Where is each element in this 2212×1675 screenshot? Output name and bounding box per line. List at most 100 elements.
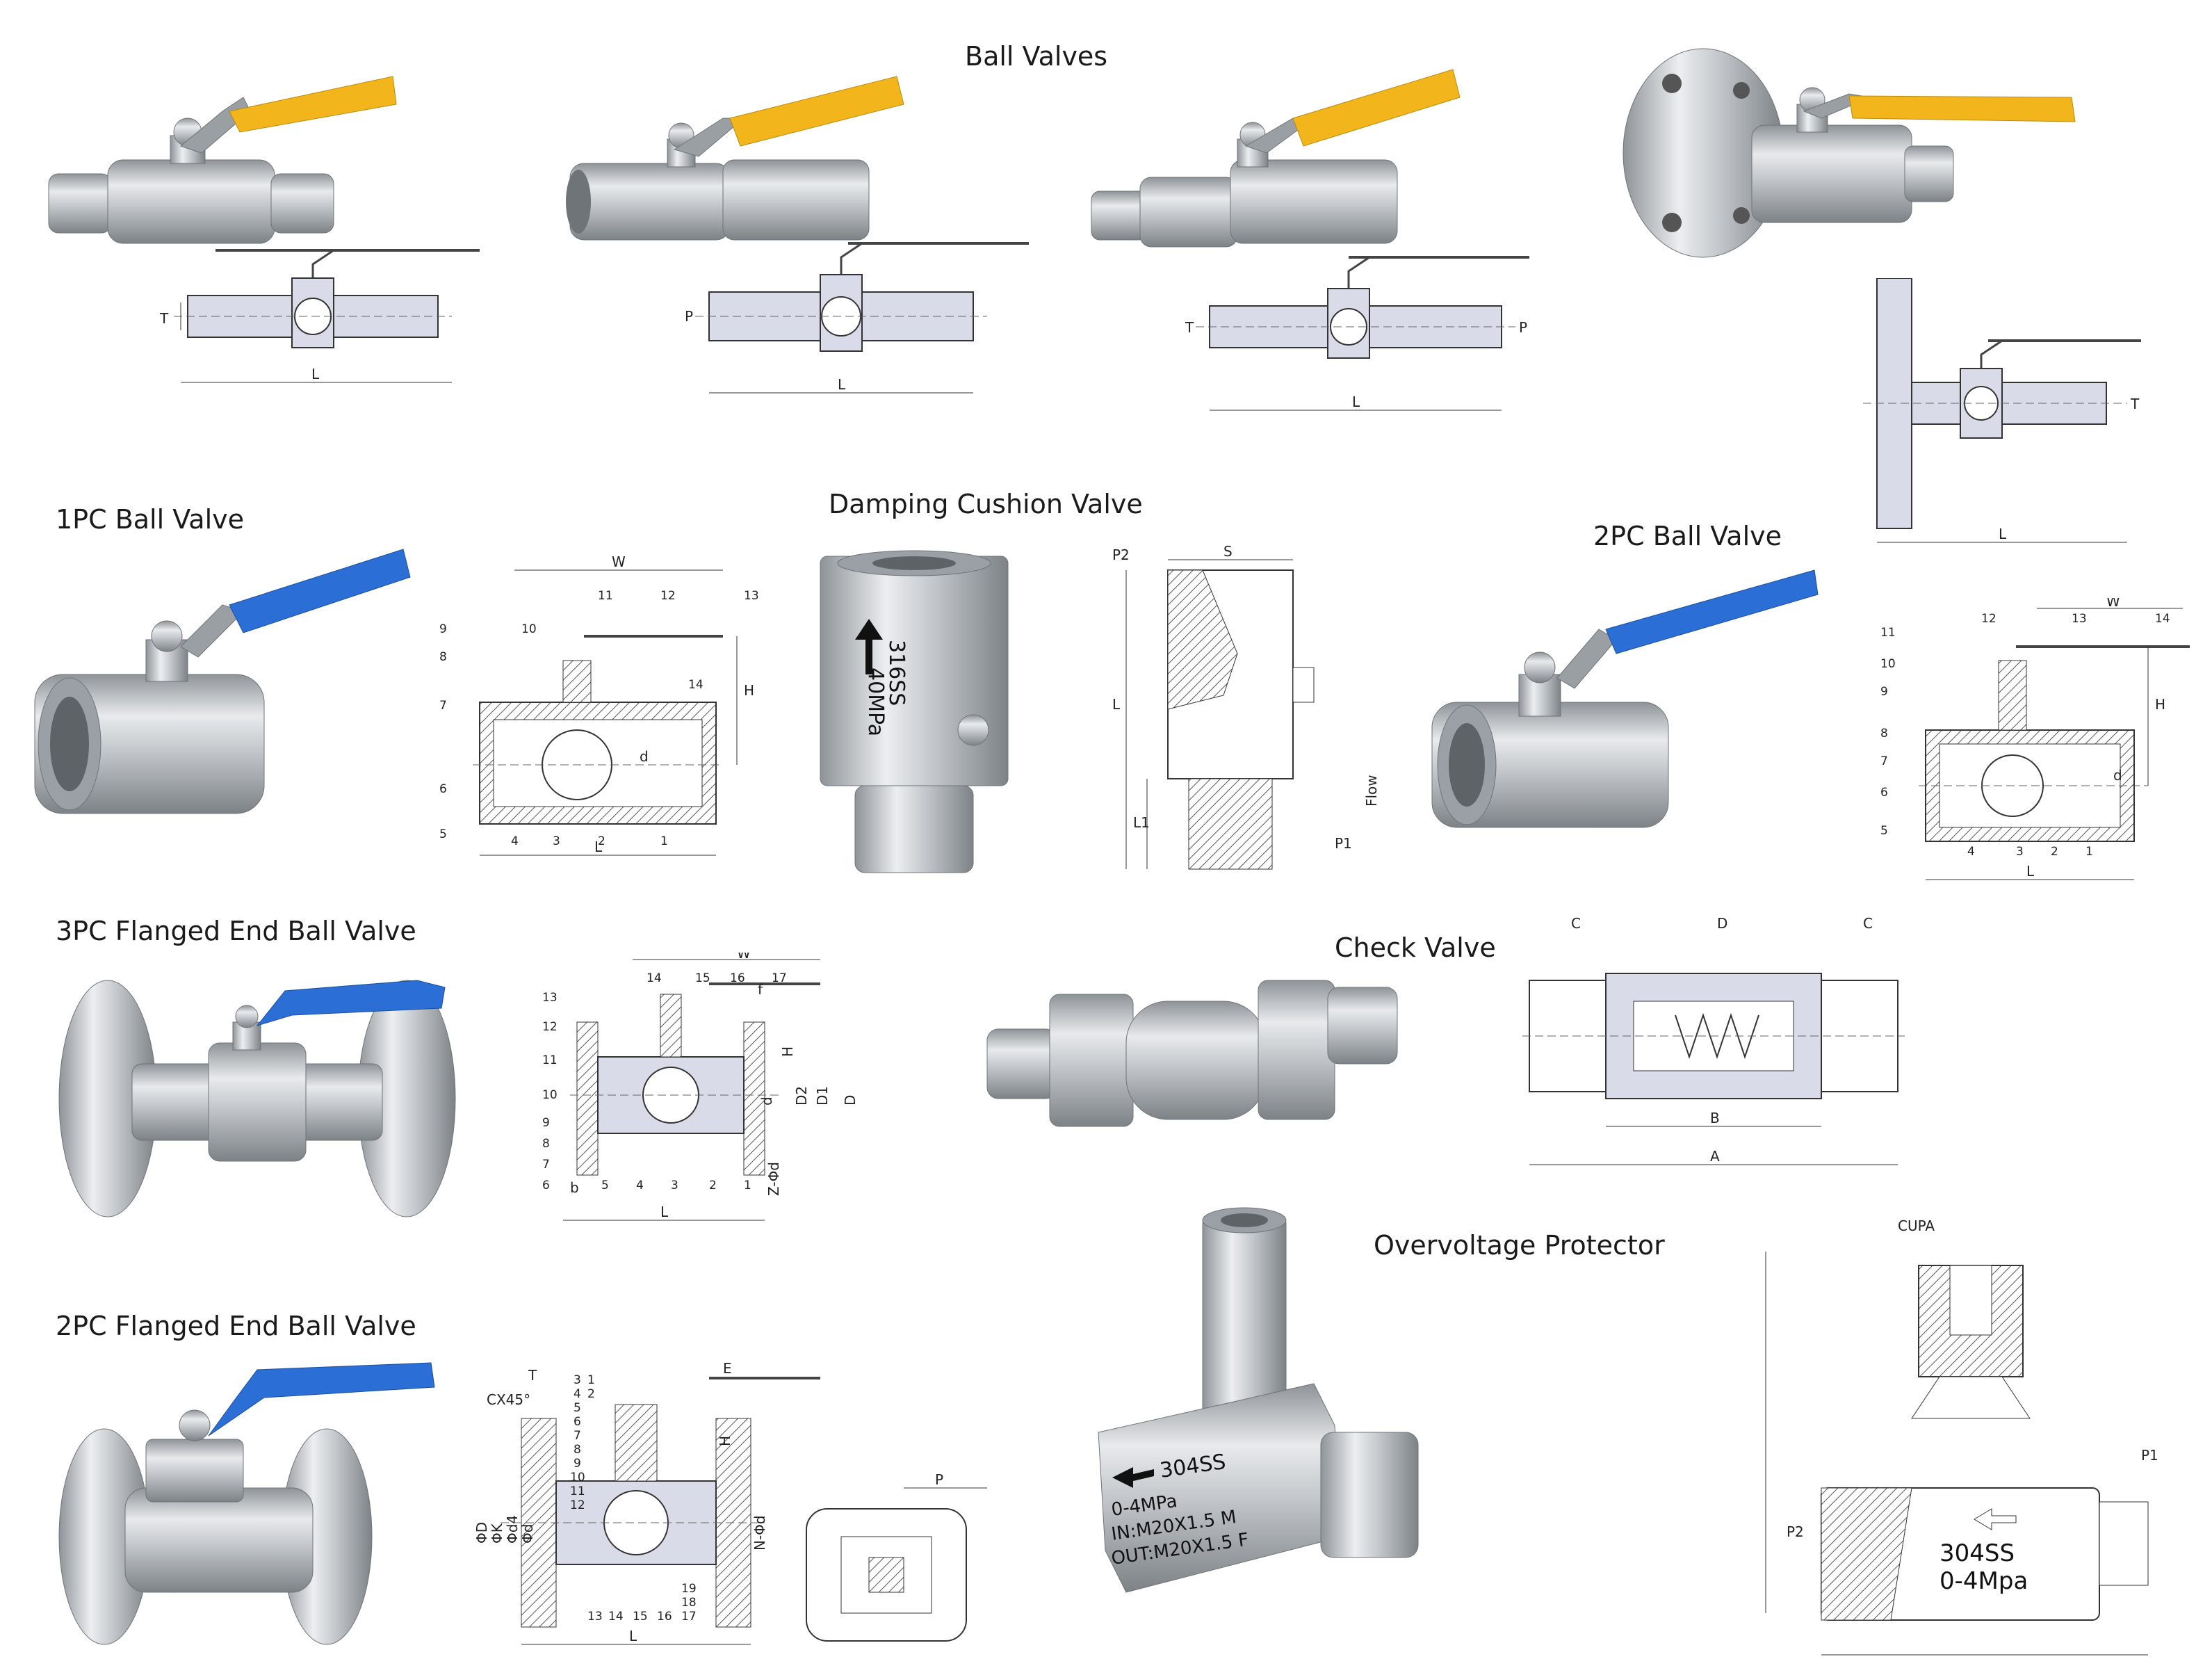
check-valve-drawing: C D C B A bbox=[1522, 915, 1905, 1165]
svg-text:3: 3 bbox=[671, 1179, 678, 1192]
drawing-material: 304SS bbox=[1939, 1539, 2015, 1567]
dim-l: L bbox=[838, 376, 846, 393]
damping-cushion-valve-photo: 316SS 40MPa bbox=[820, 550, 1009, 873]
svg-text:19: 19 bbox=[681, 1582, 697, 1596]
svg-text:4: 4 bbox=[574, 1387, 581, 1401]
1pc-ball-valve-photo bbox=[34, 549, 411, 814]
svg-text:12: 12 bbox=[660, 589, 676, 603]
title-3pc-flanged-end-ball-valve: 3PC Flanged End Ball Valve bbox=[56, 916, 416, 946]
damping-engraving-material: 316SS bbox=[884, 640, 909, 706]
svg-text:6: 6 bbox=[574, 1415, 581, 1429]
title-damping-cushion-valve: Damping Cushion Valve bbox=[829, 489, 1143, 519]
dim-n: N-Φd bbox=[751, 1515, 768, 1551]
dim-w: W bbox=[2106, 598, 2120, 610]
svg-text:5: 5 bbox=[574, 1401, 581, 1415]
svg-text:16: 16 bbox=[730, 971, 745, 985]
ball-valve-drawing-4-flanged: T L bbox=[1863, 278, 2141, 543]
svg-text:3: 3 bbox=[574, 1373, 581, 1387]
svg-text:17: 17 bbox=[681, 1610, 697, 1624]
dim-p1: P1 bbox=[2141, 1447, 2158, 1464]
title-check-valve: Check Valve bbox=[1335, 932, 1496, 963]
svg-text:1: 1 bbox=[744, 1179, 751, 1192]
damping-engraving-pressure: 40MPa bbox=[863, 667, 888, 736]
svg-text:6: 6 bbox=[542, 1179, 550, 1192]
3pc-flanged-ball-valve-photo bbox=[58, 980, 456, 1217]
ball-valve-photo-1 bbox=[48, 76, 397, 244]
svg-text:14: 14 bbox=[646, 971, 662, 985]
ball-valve-drawing-2: P L bbox=[685, 242, 1029, 394]
svg-text:9: 9 bbox=[542, 1116, 550, 1130]
dim-s: S bbox=[1223, 543, 1233, 560]
svg-text:2: 2 bbox=[2051, 845, 2058, 859]
dim-p2: P2 bbox=[1787, 1523, 1804, 1540]
title-2pc-ball-valve: 2PC Ball Valve bbox=[1593, 521, 1782, 551]
dim-l: L bbox=[1999, 526, 2007, 542]
1pc-ball-valve-drawing: W H d L 1 2 3 4 5 6 7 8 9 10 11 12 13 14 bbox=[439, 556, 759, 856]
dim-c-left: C bbox=[1571, 915, 1581, 932]
svg-text:14: 14 bbox=[688, 678, 704, 692]
dim-dd: D bbox=[842, 1095, 859, 1106]
svg-text:3: 3 bbox=[2016, 845, 2024, 859]
dim-h: H bbox=[717, 1436, 733, 1446]
svg-text:4: 4 bbox=[636, 1179, 644, 1192]
svg-text:2: 2 bbox=[709, 1179, 717, 1192]
dim-t: T bbox=[528, 1367, 537, 1384]
svg-text:15: 15 bbox=[695, 971, 710, 985]
svg-text:11: 11 bbox=[570, 1484, 585, 1498]
title-overvoltage-protector: Overvoltage Protector bbox=[1374, 1230, 1665, 1261]
svg-text:9: 9 bbox=[439, 622, 447, 636]
dim-h: H bbox=[779, 1046, 796, 1057]
title-ball-valves: Ball Valves bbox=[965, 41, 1108, 72]
svg-text:7: 7 bbox=[574, 1429, 581, 1443]
overvoltage-protector-drawing: CUPA 304SS 0-4Mpa P1 P2 bbox=[1765, 1217, 2158, 1656]
svg-text:11: 11 bbox=[1880, 626, 1896, 640]
svg-text:14: 14 bbox=[608, 1610, 624, 1624]
svg-text:11: 11 bbox=[542, 1053, 558, 1067]
dim-b: b bbox=[570, 1179, 579, 1196]
svg-text:4: 4 bbox=[511, 834, 519, 848]
dim-t: T bbox=[2130, 396, 2140, 412]
svg-text:12: 12 bbox=[1981, 612, 1997, 626]
svg-text:8: 8 bbox=[542, 1137, 550, 1151]
svg-text:7: 7 bbox=[439, 699, 447, 713]
dim-l: L bbox=[660, 1204, 669, 1220]
svg-text:8: 8 bbox=[574, 1443, 581, 1457]
svg-text:2: 2 bbox=[598, 834, 605, 848]
svg-text:5: 5 bbox=[439, 827, 447, 841]
dim-w: W bbox=[737, 953, 751, 962]
dim-od1: Φd bbox=[519, 1524, 536, 1544]
svg-text:17: 17 bbox=[772, 971, 787, 985]
2pc-ball-valve-drawing: W H d L 1 2 3 4 5 6 7 8 9 10 11 12 13 14 bbox=[1880, 598, 2190, 880]
check-valve-photo bbox=[986, 980, 1398, 1127]
ball-valve-drawing-1: T L bbox=[159, 249, 480, 383]
2pc-flanged-ball-valve-photo bbox=[58, 1362, 435, 1645]
svg-text:1: 1 bbox=[2085, 845, 2093, 859]
svg-text:13: 13 bbox=[744, 589, 759, 603]
dim-b: B bbox=[1710, 1110, 1720, 1126]
dim-d: d bbox=[758, 1097, 775, 1106]
svg-text:2: 2 bbox=[587, 1387, 595, 1401]
svg-text:4: 4 bbox=[1967, 845, 1975, 859]
dim-l: L bbox=[311, 366, 320, 382]
svg-text:8: 8 bbox=[1880, 727, 1888, 741]
damping-cushion-valve-drawing: P2 S L L1 P1 Flow bbox=[1112, 543, 1380, 870]
dim-d1: D1 bbox=[814, 1086, 831, 1106]
dim-h: H bbox=[744, 682, 754, 699]
dim-e: E bbox=[723, 1360, 732, 1377]
dim-z: Z-Φd bbox=[765, 1162, 782, 1196]
dim-c-right: C bbox=[1863, 915, 1873, 932]
svg-text:15: 15 bbox=[633, 1610, 648, 1624]
dim-l: L bbox=[594, 839, 603, 855]
svg-text:8: 8 bbox=[439, 650, 447, 664]
dim-f: f bbox=[758, 981, 763, 998]
svg-text:6: 6 bbox=[439, 782, 447, 796]
svg-text:10: 10 bbox=[521, 622, 537, 636]
svg-text:13: 13 bbox=[2072, 612, 2087, 626]
title-2pc-flanged-end-ball-valve: 2PC Flanged End Ball Valve bbox=[56, 1311, 416, 1341]
dim-w: W bbox=[612, 556, 626, 570]
svg-text:9: 9 bbox=[574, 1457, 581, 1471]
dim-cupa: CUPA bbox=[1898, 1217, 1935, 1234]
svg-text:12: 12 bbox=[542, 1020, 558, 1034]
2pc-ball-valve-photo bbox=[1431, 569, 1819, 828]
dim-t: T bbox=[1185, 319, 1194, 336]
